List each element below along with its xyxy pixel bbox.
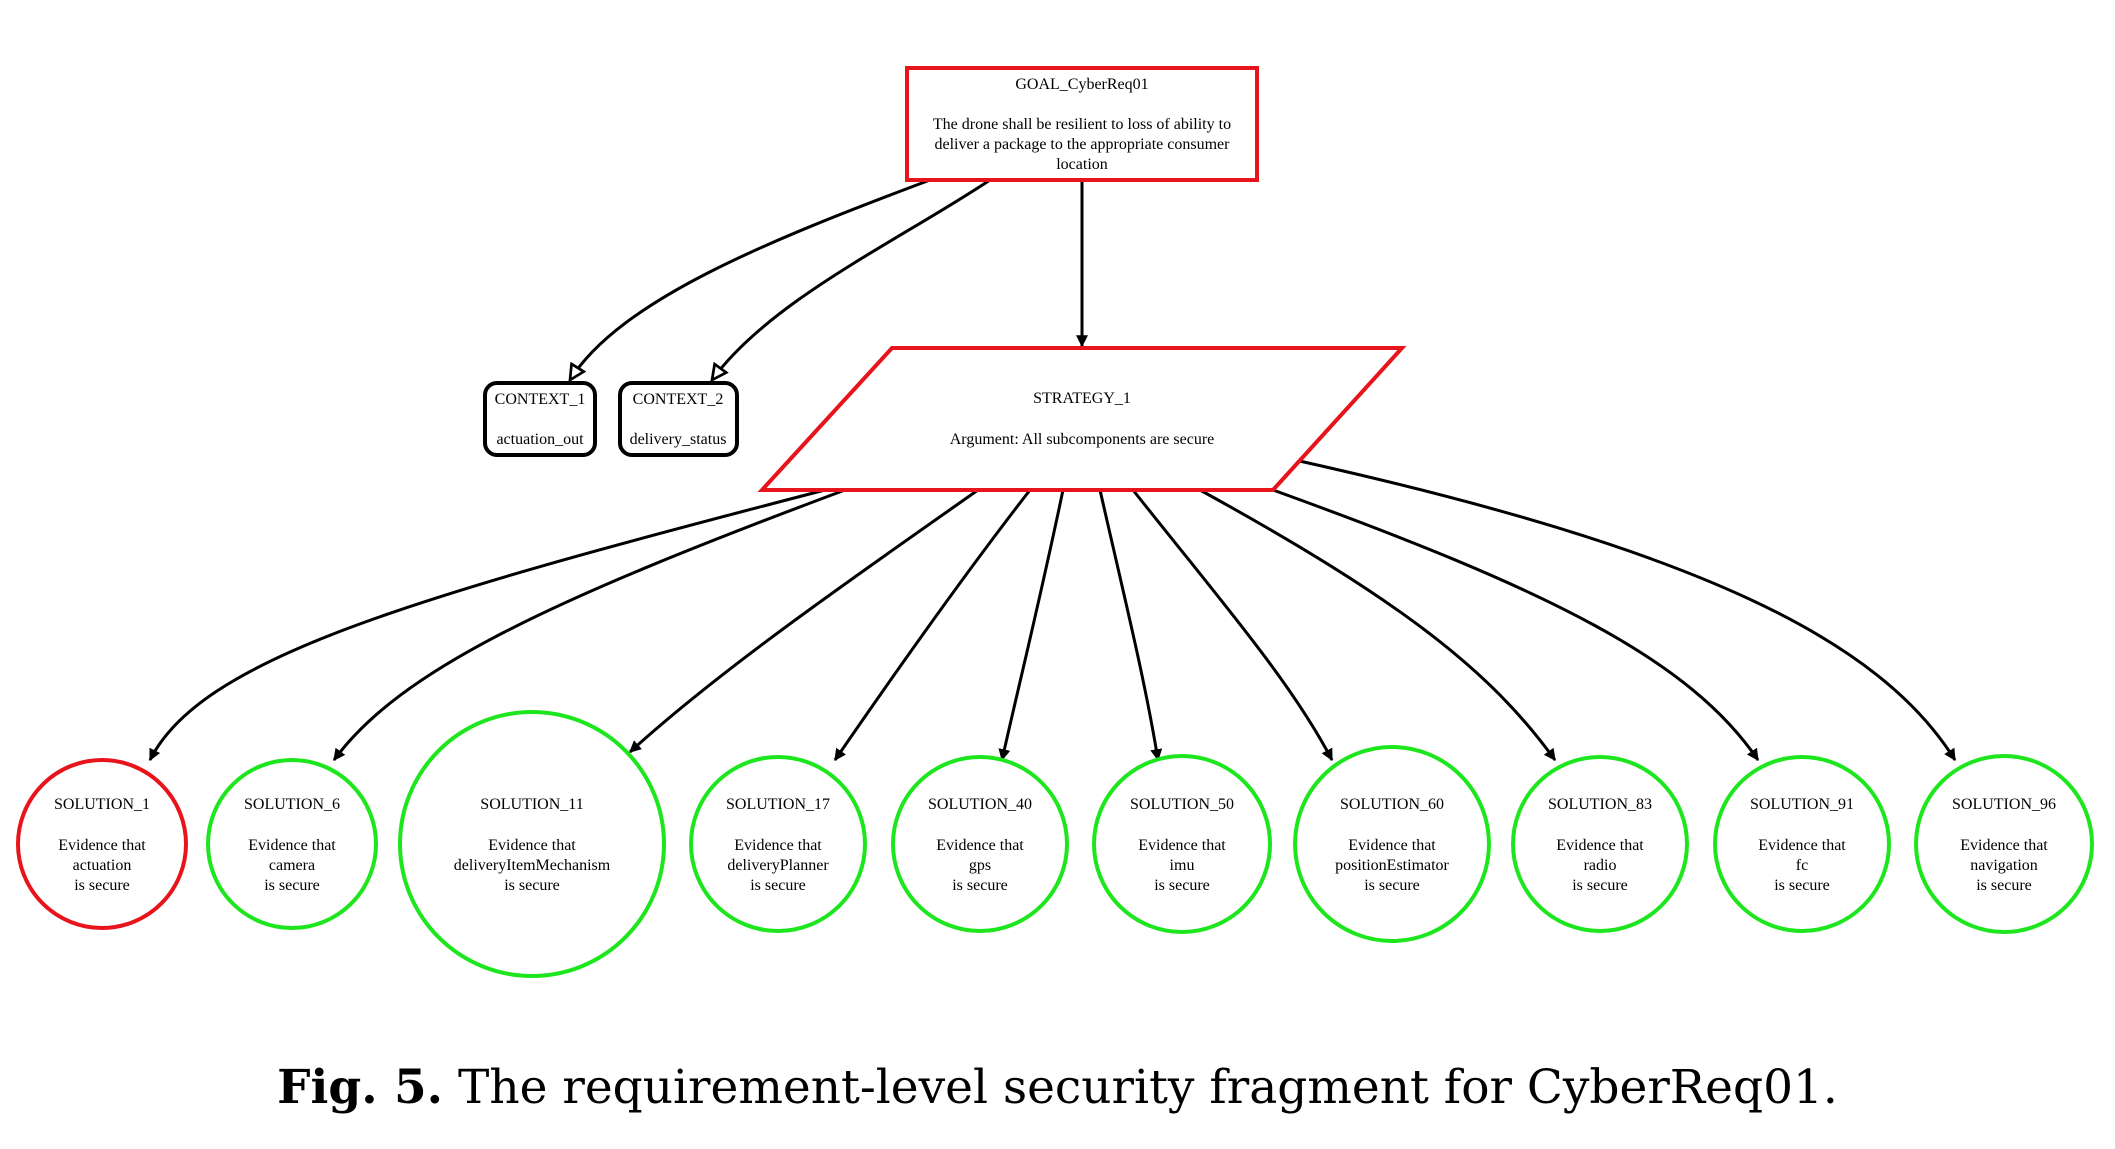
solution-text-line: is secure (1572, 877, 1628, 894)
solution-text-line: is secure (1364, 877, 1420, 894)
solution-text-line: radio (1584, 857, 1617, 874)
solution-text-line: Evidence that (248, 837, 336, 854)
solution-text-line: positionEstimator (1335, 857, 1449, 874)
context-text-2: delivery_status (630, 431, 727, 448)
context-node-1[interactable]: CONTEXT_1 actuation_out (483, 381, 597, 457)
strategy-id: STRATEGY_1 (1033, 390, 1131, 407)
solution-id: SOLUTION_96 (1952, 796, 2056, 813)
solution-text-line: is secure (1976, 877, 2032, 894)
edge-strategy-solution-60 (1131, 489, 1334, 762)
goal-text-line-3: location (1056, 156, 1108, 173)
edge-strategy-solution-11 (628, 488, 979, 754)
solution-circle (891, 755, 1069, 933)
solution-text-line: deliveryItemMechanism (454, 857, 611, 874)
solution-circle (206, 758, 378, 930)
strategy-node[interactable]: STRATEGY_1 Argument: All subcomponents a… (757, 346, 1407, 492)
solution-text-line: Evidence that (488, 837, 576, 854)
solution-id: SOLUTION_17 (726, 796, 830, 813)
solution-text-line: actuation (73, 857, 132, 874)
context-id-2: CONTEXT_2 (633, 391, 724, 408)
edge-goal-context-1 (570, 178, 931, 380)
solution-circle (398, 710, 666, 978)
solution-text-line: Evidence that (1758, 837, 1846, 854)
solution-id: SOLUTION_91 (1750, 796, 1854, 813)
solution-circle (1511, 755, 1689, 933)
solution-text-line: fc (1796, 857, 1808, 874)
context-node-2[interactable]: CONTEXT_2 delivery_status (618, 381, 739, 457)
solution-id: SOLUTION_83 (1548, 796, 1652, 813)
edge-strategy-solution-6 (332, 488, 846, 761)
solution-id: SOLUTION_1 (54, 796, 150, 813)
solution-text-line: is secure (74, 877, 130, 894)
edge-strategy-solution-17 (833, 489, 1032, 761)
solution-text-line: navigation (1970, 857, 2038, 874)
solution-text-line: Evidence that (58, 837, 146, 854)
solution-text-line: Evidence that (1556, 837, 1644, 854)
solution-text-line: gps (969, 857, 991, 874)
solution-text-line: is secure (264, 877, 320, 894)
goal-box (905, 66, 1259, 182)
edge-strategy-solution-91 (1272, 488, 1760, 761)
goal-text-line-1: The drone shall be resilient to loss of … (933, 116, 1231, 133)
goal-id: GOAL_CyberReq01 (1015, 76, 1148, 93)
solution-text-line: imu (1170, 857, 1195, 874)
solution-circle (1914, 754, 2094, 934)
solution-text-line: is secure (1774, 877, 1830, 894)
solution-text-line: is secure (1154, 877, 1210, 894)
solution-text-line: Evidence that (936, 837, 1024, 854)
context-box-1 (483, 381, 597, 457)
goal-node[interactable]: GOAL_CyberReq01 The drone shall be resil… (905, 66, 1259, 182)
solution-text-line: deliveryPlanner (727, 857, 829, 874)
solution-id: SOLUTION_50 (1130, 796, 1234, 813)
solution-circle (1092, 754, 1272, 934)
solution-id: SOLUTION_40 (928, 796, 1032, 813)
edge-strategy-solution-1 (148, 488, 826, 762)
solution-text-line: Evidence that (1348, 837, 1436, 854)
edge-strategy-solution-83 (1199, 488, 1557, 761)
edge-goal-context-2 (712, 178, 991, 380)
solution-text-line: Evidence that (1960, 837, 2048, 854)
solution-id: SOLUTION_6 (244, 796, 340, 813)
solution-text-line: is secure (504, 877, 560, 894)
solution-text-line: is secure (750, 877, 806, 894)
solution-circle (689, 755, 867, 933)
solution-id: SOLUTION_60 (1340, 796, 1444, 813)
solution-text-line: camera (269, 857, 315, 874)
edge-strategy-solution-40 (998, 489, 1065, 762)
context-box-2 (618, 381, 739, 457)
context-text-1: actuation_out (496, 431, 584, 448)
edge-strategy-solution-96 (1294, 458, 1957, 762)
context-id-1: CONTEXT_1 (495, 391, 586, 408)
caption-text: The requirement-level security fragment … (458, 1060, 1838, 1115)
solution-circle (16, 758, 188, 930)
solution-text-line: Evidence that (734, 837, 822, 854)
goal-text-line-2: deliver a package to the appropriate con… (935, 136, 1231, 153)
strategy-text: Argument: All subcomponents are secure (950, 431, 1215, 448)
solution-circle (1713, 755, 1891, 933)
solution-circle (1293, 745, 1491, 943)
strategy-parallelogram (757, 346, 1407, 492)
solution-id: SOLUTION_11 (480, 796, 583, 813)
solution-text-line: is secure (952, 877, 1008, 894)
solution-text-line: Evidence that (1138, 837, 1226, 854)
figure-caption: Fig. 5. The requirement-level security f… (0, 1060, 2115, 1115)
gsn-diagram: GOAL_CyberReq01 The drone shall be resil… (16, 66, 2094, 978)
caption-label: Fig. 5. (277, 1060, 444, 1115)
edge-strategy-solution-50 (1098, 489, 1163, 762)
